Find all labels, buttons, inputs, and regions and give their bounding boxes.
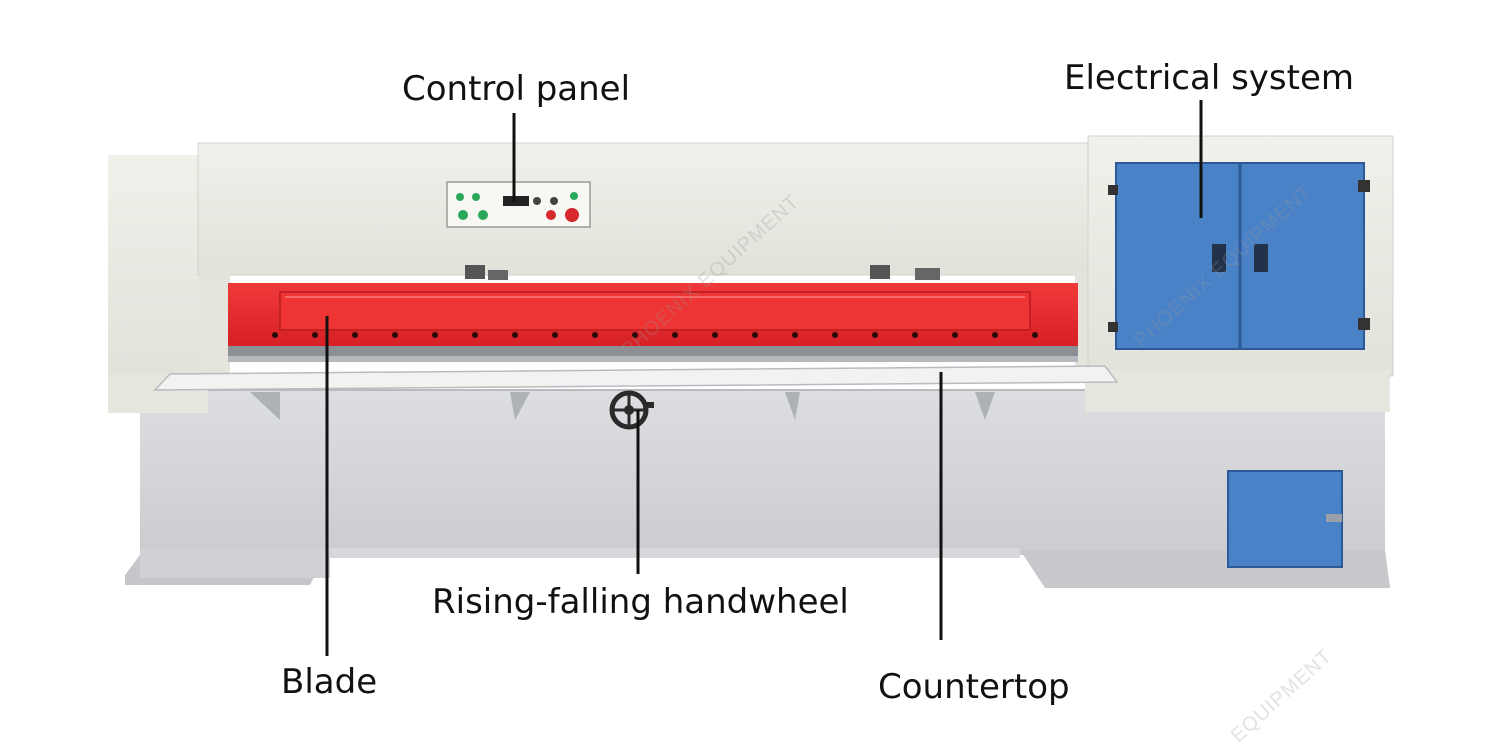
label-blade: Blade — [281, 662, 378, 702]
label-control-panel: Control panel — [402, 69, 631, 109]
label-rising-falling-handwheel: Rising-falling handwheel — [432, 582, 849, 622]
base-access-door — [1227, 470, 1343, 568]
leader-lines — [325, 100, 1203, 656]
label-countertop: Countertop — [878, 667, 1070, 707]
handwheel — [609, 390, 654, 430]
control-panel — [446, 181, 591, 228]
label-electrical-system: Electrical system — [1064, 58, 1354, 98]
machine-base — [125, 389, 1390, 588]
blade-bolts — [272, 332, 1038, 338]
blade-beam — [228, 283, 1078, 362]
electrical-cabinet — [1108, 162, 1370, 350]
countertop-table — [153, 365, 1119, 420]
